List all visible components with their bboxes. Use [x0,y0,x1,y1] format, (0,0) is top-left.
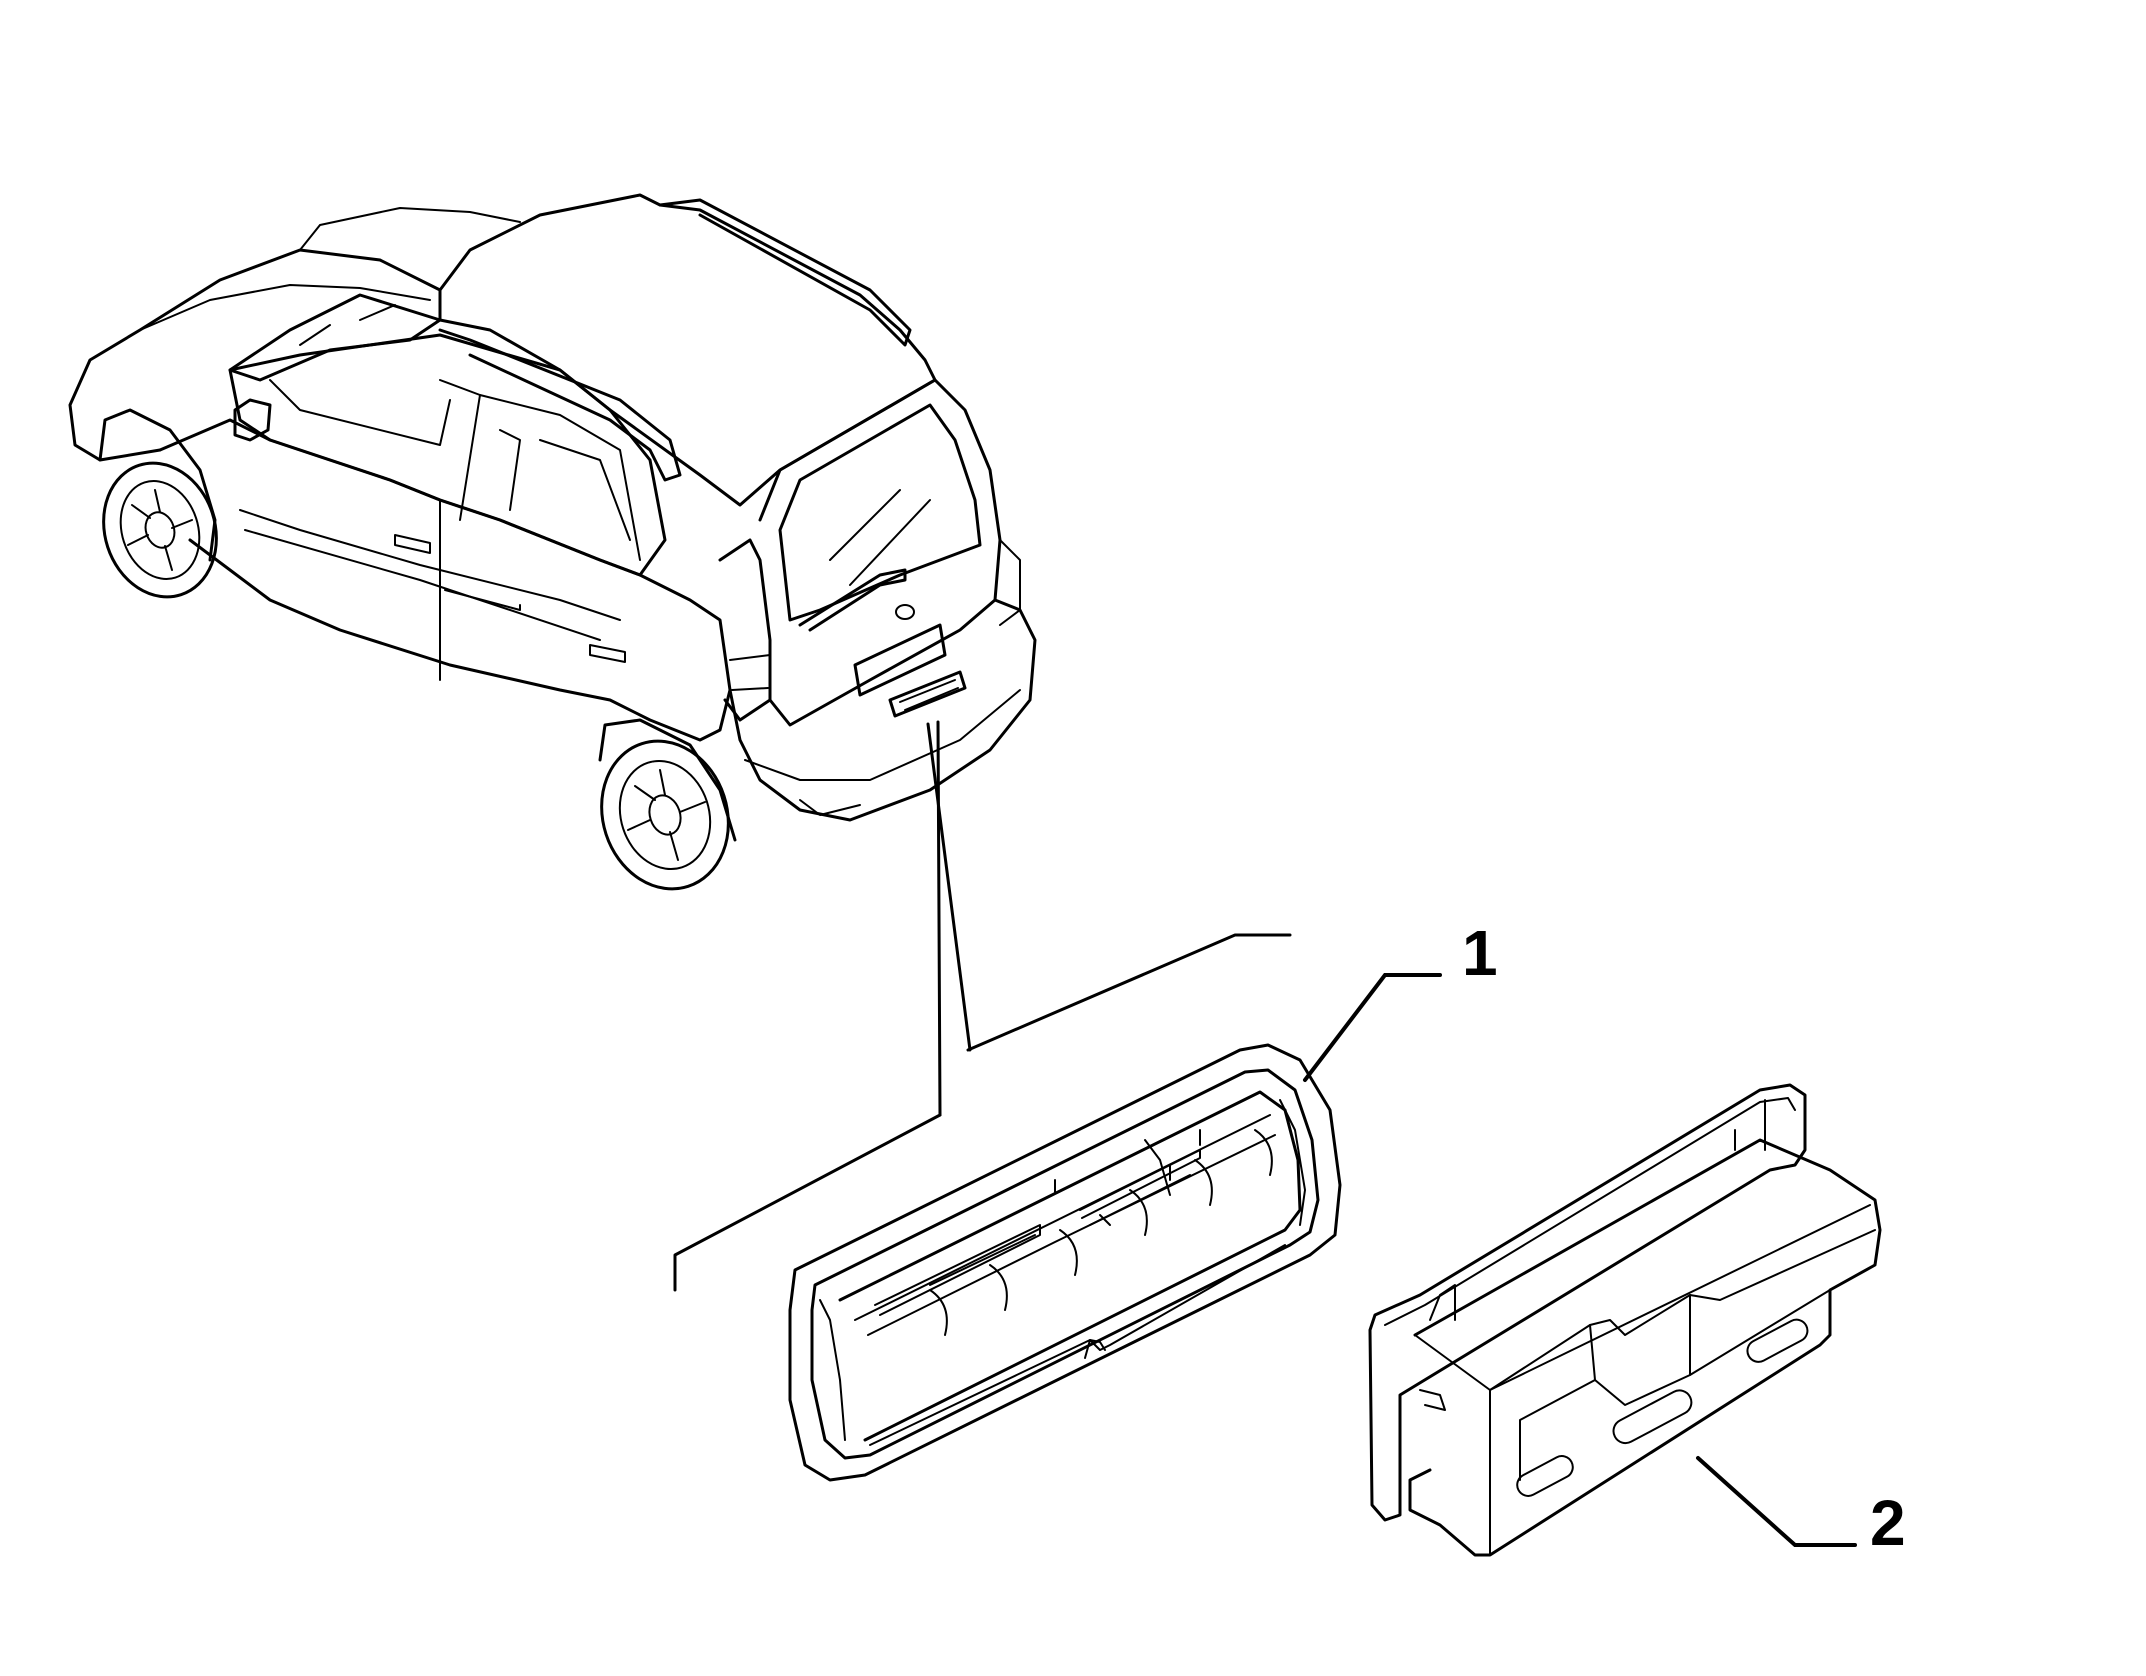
callout-1-label: 1 [1462,917,1498,989]
callout-1: 1 [1303,917,1498,1082]
callout-2: 2 [1696,1456,1906,1559]
leader-car-to-part-1b [936,720,942,1117]
callout-2-label: 2 [1870,1487,1906,1559]
bracket-lower-arm [673,1113,942,1292]
bracket-upper-arm [966,933,1292,1052]
leader-car-to-part-1 [926,722,972,1052]
part-1-license-lamp [788,1043,1342,1482]
part-2-lamp-housing [1368,1083,1882,1557]
callout-leader-lines [673,720,1292,1292]
callout-1-leader [1303,973,1442,1082]
car-illustration [68,193,1037,891]
callout-2-leader [1696,1456,1857,1547]
